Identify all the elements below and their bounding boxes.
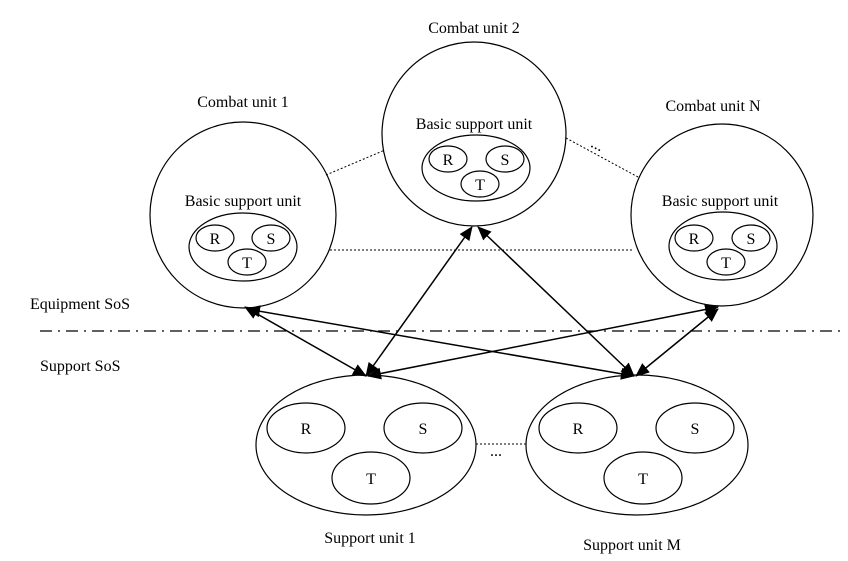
component-r-label: R: [210, 231, 221, 248]
component-t: [706, 248, 746, 276]
component-s-label: S: [419, 421, 428, 438]
component-t-label: T: [366, 471, 376, 488]
component-r-label: R: [443, 152, 454, 169]
component-r: [538, 402, 618, 454]
support-unit-title: Support unit M: [583, 537, 681, 554]
combat-unit-title: Combat unit 2: [428, 20, 520, 37]
component-t: [460, 170, 500, 198]
combat-unit-title: Combat unit N: [665, 98, 761, 115]
basic-support-unit-title: Basic support unit: [416, 116, 533, 133]
component-t-label: T: [475, 177, 485, 194]
support-unit-1: R S T Support unit 1: [255, 374, 477, 547]
component-t-label: T: [638, 471, 648, 488]
arrow-cun-su1: [367, 303, 719, 380]
arrow-cu1-sum: [246, 305, 635, 380]
support-unit-ellipse: [525, 374, 749, 516]
component-s: [383, 402, 463, 454]
component-t: [331, 451, 411, 505]
component-r: [266, 402, 346, 454]
component-r-label: R: [689, 231, 700, 248]
component-r: [428, 145, 468, 173]
arrow-cun-sum: [635, 308, 719, 377]
combat-unit-n: Combat unit N Basic support unit R S T: [630, 98, 814, 307]
combat-unit-circle: [381, 41, 567, 227]
combat-unit-title: Combat unit 1: [197, 94, 289, 111]
combat-link-1-2: [325, 149, 386, 176]
component-t-label: T: [721, 255, 731, 272]
component-r-label: R: [301, 421, 312, 438]
component-r: [195, 224, 235, 252]
basic-support-unit-ellipse: [188, 212, 298, 282]
arrow-cu2-su1: [365, 226, 473, 377]
component-r-label: R: [573, 421, 584, 438]
basic-support-unit-title: Basic support unit: [185, 193, 302, 210]
basic-support-unit-ellipse: [421, 134, 531, 202]
equipment-sos-label: Equipment SoS: [30, 296, 130, 313]
component-t-label: T: [242, 255, 252, 272]
component-s: [251, 224, 291, 252]
component-s-label: S: [267, 231, 276, 248]
component-s-label: S: [691, 421, 700, 438]
basic-support-unit-title: Basic support unit: [662, 193, 779, 210]
support-unit-m: R S T Support unit M: [525, 374, 749, 554]
component-s: [731, 224, 771, 252]
combat-link-2-n: [565, 137, 639, 178]
support-unit-ellipse: [255, 374, 477, 516]
support-ellipsis: ...: [490, 443, 502, 460]
component-t: [603, 451, 683, 505]
component-s-label: S: [747, 231, 756, 248]
combat-unit-circle: [630, 123, 814, 307]
basic-support-unit-ellipse: [668, 211, 778, 281]
combat-unit-circle: [149, 121, 337, 309]
support-unit-title: Support unit 1: [324, 530, 416, 547]
support-sos-label: Support SoS: [40, 358, 120, 375]
component-t: [227, 248, 267, 276]
combat-unit-2: Combat unit 2 Basic support unit R S T: [381, 20, 567, 227]
component-r: [674, 224, 714, 252]
component-s: [655, 402, 735, 454]
arrow-cu1-su1: [244, 306, 367, 377]
combat-unit-1: Combat unit 1 Basic support unit R S T: [149, 94, 337, 309]
component-s: [485, 145, 525, 173]
component-s-label: S: [501, 152, 510, 169]
